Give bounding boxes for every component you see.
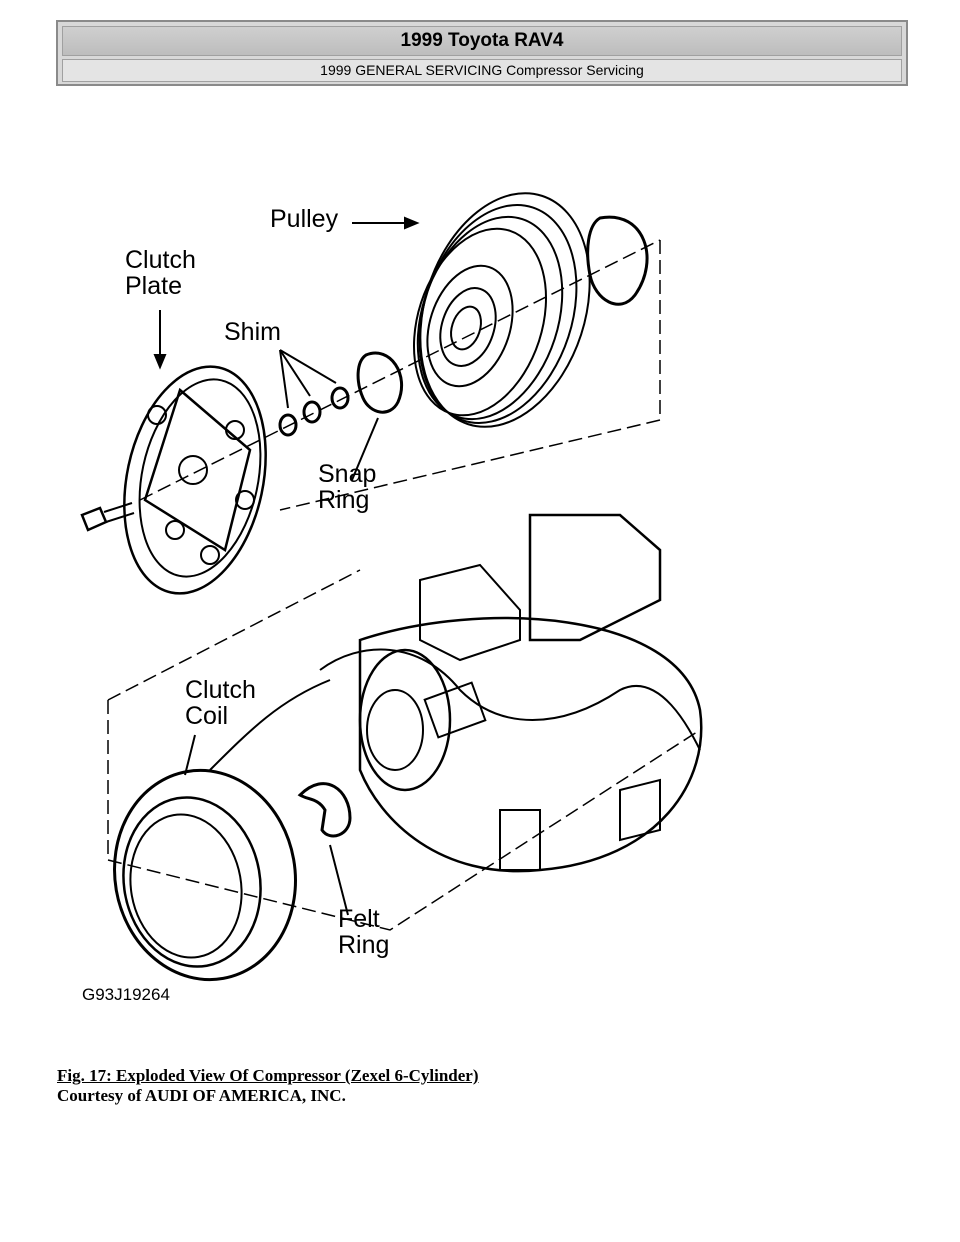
felt-ring-drawing (297, 782, 352, 838)
compressor-body-drawing (319, 513, 703, 873)
document-header: 1999 Toyota RAV4 1999 GENERAL SERVICING … (56, 20, 908, 86)
label-felt-ring-line2: Ring (338, 931, 389, 959)
wire-drawing (209, 679, 331, 771)
exploded-view-figure: Pulley Clutch Plate Shim Snap Ring Clutc… (60, 170, 720, 1030)
label-snap-ring-line2: Ring (318, 486, 369, 514)
shim-leader-1 (279, 349, 289, 409)
pulley-drawing (412, 192, 591, 428)
shim-2-drawing (302, 400, 322, 424)
alignment-frame-bottom (107, 700, 701, 931)
figure-title-link[interactable]: Fig. 17: Exploded View Of Compressor (Ze… (57, 1066, 479, 1085)
felt-ring-leader (329, 844, 349, 916)
shim-1-drawing (278, 413, 298, 437)
clutch-plate-drawing (123, 365, 267, 595)
label-pulley: Pulley (270, 205, 339, 233)
lower-center-axis (107, 569, 361, 701)
figure-code: G93J19264 (82, 985, 170, 1004)
document-title: 1999 Toyota RAV4 (62, 26, 902, 56)
label-felt-ring-line1: Felt (338, 905, 380, 933)
bolt-drawing (80, 502, 135, 532)
figure-courtesy: Courtesy of AUDI OF AMERICA, INC. (57, 1086, 346, 1105)
document-subtitle: 1999 GENERAL SERVICING Compressor Servic… (62, 59, 902, 82)
alignment-frame-top (279, 240, 661, 511)
label-clutch-coil-line2: Coil (185, 702, 228, 730)
shim-3-drawing (330, 386, 350, 410)
clutch-coil-drawing (113, 768, 297, 982)
label-clutch-plate-line1: Clutch (125, 246, 196, 274)
shim-leader-2 (279, 349, 311, 397)
figure-caption: Fig. 17: Exploded View Of Compressor (Ze… (57, 1066, 479, 1106)
compressor-diagram: Pulley Clutch Plate Shim Snap Ring Clutc… (80, 192, 703, 1004)
shim-leader-3 (279, 349, 337, 384)
label-snap-ring-line1: Snap (318, 460, 376, 488)
label-clutch-plate-line2: Plate (125, 272, 182, 300)
clutch-coil-leader (184, 734, 196, 776)
outer-snap-ring-drawing (586, 215, 649, 306)
snap-ring-leader (351, 417, 379, 481)
label-clutch-coil-line1: Clutch (185, 676, 256, 704)
inner-snap-ring-drawing (356, 351, 404, 414)
label-shim: Shim (224, 318, 281, 346)
